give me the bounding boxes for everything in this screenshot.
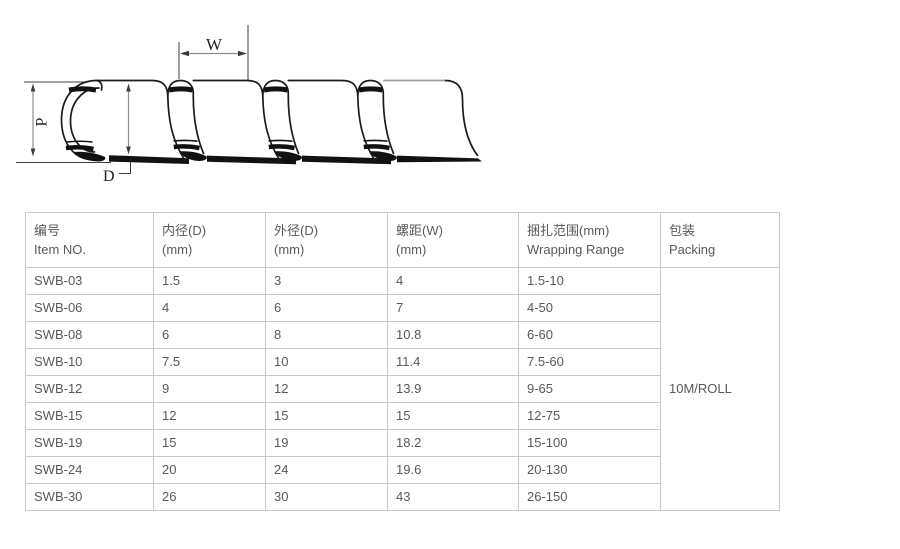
table-cell: SWB-06	[25, 294, 154, 322]
table-cell: SWB-19	[25, 429, 154, 457]
table-cell: 7.5-60	[518, 348, 661, 376]
header-line2: Packing	[669, 242, 716, 257]
header-line1: 内径(D)	[162, 223, 207, 238]
band-bottom-tips	[73, 151, 397, 162]
extension-lines	[16, 25, 249, 174]
table-cell: 30	[265, 483, 388, 511]
header-line2: (mm)	[396, 242, 427, 257]
table-cell: 20	[153, 456, 266, 484]
d-leader-line	[119, 160, 131, 174]
table-cell: 15-100	[518, 429, 661, 457]
table-cell: 13.9	[387, 375, 519, 403]
header-line2: Item NO.	[34, 242, 87, 257]
table-cell: SWB-24	[25, 456, 154, 484]
table-cell: 11.4	[387, 348, 519, 376]
dimension-arrows	[32, 52, 243, 153]
table-cell: 8	[265, 321, 388, 349]
table-cell: 6	[265, 294, 388, 322]
table-cell: SWB-15	[25, 402, 154, 430]
table-cell: 1.5-10	[518, 267, 661, 295]
dim-label-d: D	[103, 168, 115, 185]
table-cell: SWB-30	[25, 483, 154, 511]
dim-label-w: W	[206, 35, 223, 54]
dim-label-p: P	[34, 117, 51, 126]
table-cell: 26	[153, 483, 266, 511]
header-line2: Wrapping Range	[527, 242, 625, 257]
header-pitch: 螺距(W) (mm)	[387, 212, 519, 268]
header-line1: 包装	[669, 223, 696, 238]
header-line1: 外径(D)	[274, 223, 319, 238]
header-line1: 编号	[34, 223, 61, 238]
spiral-outline	[60, 79, 479, 162]
table-cell: 4	[153, 294, 266, 322]
table-cell: 24	[265, 456, 388, 484]
table-cell: SWB-12	[25, 375, 154, 403]
spec-table: 编号 Item NO. 内径(D) (mm) 外径(D) (mm) 螺距(W) …	[25, 212, 780, 511]
arrowheads	[30, 50, 247, 157]
table-cell: 12	[265, 375, 388, 403]
table-cell: 15	[153, 429, 266, 457]
table-cell: 43	[387, 483, 519, 511]
table-cell: 18.2	[387, 429, 519, 457]
header-wrapping-range: 捆扎范围(mm) Wrapping Range	[518, 212, 661, 268]
table-cell: 7	[387, 294, 519, 322]
table-cell: 12	[153, 402, 266, 430]
table-cell: 10.8	[387, 321, 519, 349]
table-cell: 19	[265, 429, 388, 457]
table-cell: 4	[387, 267, 519, 295]
table-cell: 9	[153, 375, 266, 403]
table-cell: 15	[387, 402, 519, 430]
header-line1: 螺距(W)	[396, 223, 443, 238]
table-cell: 15	[265, 402, 388, 430]
header-line2: (mm)	[274, 242, 305, 257]
header-inner-diameter: 内径(D) (mm)	[153, 212, 266, 268]
table-cell: 19.6	[387, 456, 519, 484]
table-cell: 4-50	[518, 294, 661, 322]
header-line1: 捆扎范围(mm)	[527, 223, 610, 238]
header-outer-diameter: 外径(D) (mm)	[265, 212, 388, 268]
table-cell: 7.5	[153, 348, 266, 376]
header-packing: 包装 Packing	[660, 212, 780, 268]
band-bottom-bars	[109, 155, 482, 165]
band-hatches	[65, 86, 390, 152]
table-cell: 6-60	[518, 321, 661, 349]
table-cell: SWB-08	[25, 321, 154, 349]
table-cell: 26-150	[518, 483, 661, 511]
table-header-row: 编号 Item NO. 内径(D) (mm) 外径(D) (mm) 螺距(W) …	[25, 212, 780, 268]
table-cell: SWB-03	[25, 267, 154, 295]
table-cell: 12-75	[518, 402, 661, 430]
packing-cell: 10M/ROLL	[660, 267, 780, 511]
header-item-no: 编号 Item NO.	[25, 212, 154, 268]
table-cell: 6	[153, 321, 266, 349]
header-line2: (mm)	[162, 242, 193, 257]
spiral-wrap-diagram: W P D	[16, 25, 482, 185]
table-cell: 10	[265, 348, 388, 376]
table-cell: 9-65	[518, 375, 661, 403]
table-cell: 3	[265, 267, 388, 295]
table-cell: SWB-10	[25, 348, 154, 376]
table-cell: 20-130	[518, 456, 661, 484]
table-cell: 1.5	[153, 267, 266, 295]
